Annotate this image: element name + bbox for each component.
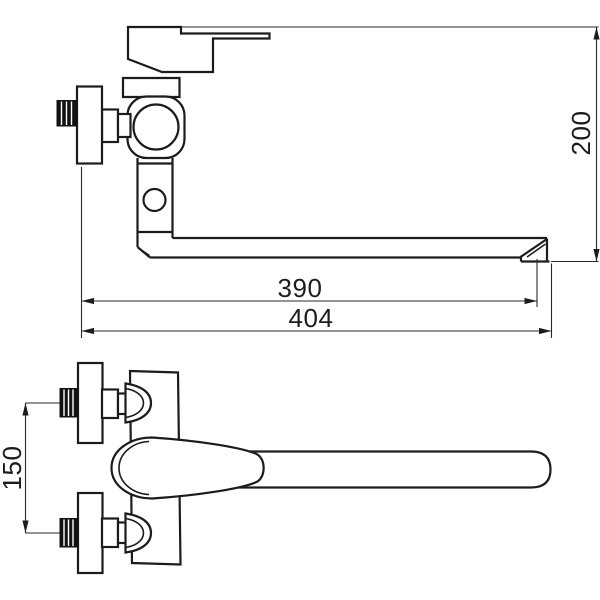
spout-aerator-lip — [519, 257, 550, 263]
tube-set-screw-circle — [142, 187, 167, 213]
wall-flange-bottom — [76, 491, 104, 575]
supply-nipple — [56, 100, 78, 127]
supply-nipple-bottom — [59, 518, 79, 548]
dimension-label-150: 150 — [0, 446, 27, 491]
side-view: 200 390 404 — [56, 25, 600, 338]
wall-flange-top — [76, 361, 104, 445]
plan-view: 150 — [0, 361, 552, 575]
arrow-left-icon — [81, 327, 94, 335]
dimension-overall-length: 404 — [81, 303, 552, 335]
cartridge-circle — [132, 103, 180, 151]
adapter-outer-bottom — [100, 517, 120, 549]
down-tube — [136, 158, 174, 247]
eccentric-adapter-outer — [100, 108, 120, 144]
supply-nipple-top — [59, 388, 79, 418]
connection-bell-bottom — [124, 512, 153, 554]
body-neck — [121, 76, 181, 99]
spout-plan — [178, 450, 552, 489]
lever-handle-side — [126, 25, 271, 74]
arrow-down-icon — [22, 520, 29, 533]
adapter-outer-top — [100, 388, 120, 420]
bottom-mount-assembly — [59, 491, 153, 575]
dimension-label-390: 390 — [278, 273, 323, 303]
arrow-down-icon — [593, 249, 600, 262]
arrow-left-icon — [81, 297, 94, 305]
dimension-spout-reach: 390 — [81, 273, 537, 305]
eccentric-adapter-step — [116, 112, 132, 139]
dimension-label-404: 404 — [289, 303, 334, 333]
dimension-label-200: 200 — [566, 111, 596, 156]
spout-side — [136, 236, 550, 263]
wall-flange — [75, 85, 104, 165]
top-mount-assembly — [59, 361, 153, 445]
arrow-right-icon — [539, 327, 552, 335]
lever-handle-plan — [110, 436, 265, 500]
arrow-up-icon — [22, 403, 29, 416]
connection-bell-top — [124, 382, 153, 424]
dimension-height: 200 — [566, 27, 600, 262]
arrow-right-icon — [524, 297, 537, 305]
arrow-up-icon — [593, 27, 600, 40]
dimension-mount-spacing: 150 — [0, 402, 60, 534]
